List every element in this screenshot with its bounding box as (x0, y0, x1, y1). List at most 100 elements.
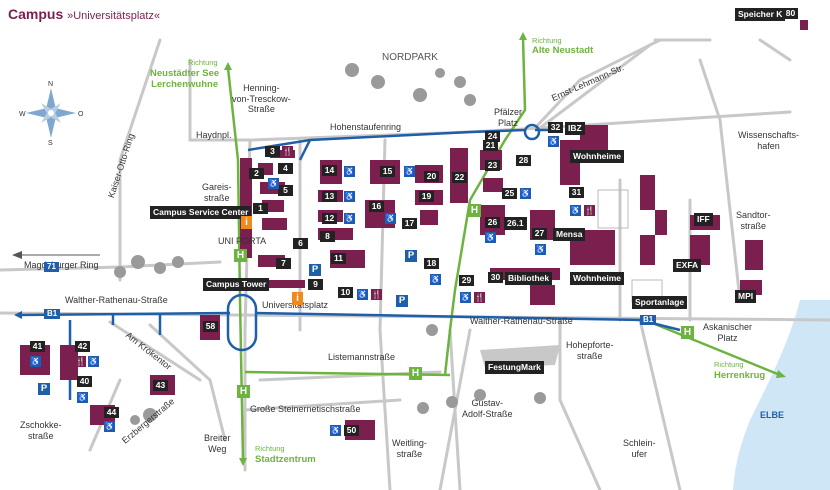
tram-stop-listemann[interactable]: H (409, 367, 422, 380)
wohnheime-2-label[interactable]: Wohnheime (570, 272, 625, 285)
nordpark-label: NORDPARK (382, 52, 438, 63)
speicher-k-label[interactable]: Speicher K (735, 8, 786, 21)
hohenstaufenring-label: Hohenstaufenring (330, 122, 402, 132)
building-8[interactable]: 8 (320, 231, 335, 242)
building-13[interactable]: 13 (322, 191, 337, 202)
building-28[interactable]: 28 (516, 155, 531, 166)
compass-rose (24, 86, 78, 140)
building-16[interactable]: 16 (369, 201, 384, 212)
b1-arrow (14, 311, 22, 319)
accessible-icon: ♿ (344, 213, 355, 224)
building-42[interactable]: 42 (75, 341, 90, 352)
building-5[interactable]: 5 (278, 185, 293, 196)
accessible-icon: ♿ (88, 356, 99, 367)
building-26[interactable]: 26 (485, 217, 500, 228)
building-9[interactable]: 9 (308, 279, 323, 290)
tram-stop-breiter-weg[interactable]: H (237, 385, 250, 398)
dir-stadtzentrum-small: Richtung (255, 444, 285, 453)
bibliothek-label[interactable]: Bibliothek (505, 272, 553, 285)
wissenschaftshafen-label: Wissenschafts- hafen (738, 130, 800, 151)
dir-alte-neustadt: Alte Neustadt (532, 45, 594, 56)
haydnpl-label: Haydnpl. (196, 130, 232, 140)
building-7[interactable]: 7 (276, 258, 291, 269)
building-27[interactable]: 27 (532, 228, 547, 239)
accessible-icon: ♿ (385, 213, 396, 224)
exfa-label[interactable]: EXFA (673, 259, 702, 272)
building-14[interactable]: 14 (322, 165, 337, 176)
building-21[interactable]: 21 (483, 140, 498, 151)
building-20[interactable]: 20 (424, 171, 439, 182)
building-18[interactable]: 18 (424, 258, 439, 269)
accessible-icon: ♿ (535, 244, 546, 255)
building-23[interactable]: 23 (485, 160, 500, 171)
festungmark-label[interactable]: FestungMark (485, 361, 544, 374)
campus-service-center-label[interactable]: Campus Service Center (150, 206, 252, 219)
building-15[interactable]: 15 (380, 166, 395, 177)
road-badge-b1-right: B1 (640, 315, 657, 325)
building-3[interactable]: 3 (265, 146, 280, 157)
magdeburger-arrow (12, 251, 22, 259)
elbe-river (733, 300, 830, 490)
accessible-icon: ♿ (570, 205, 581, 216)
walther-rathenau-right-label: Walther-Rathenau-Straße (470, 316, 573, 326)
tram-stop-askanischer[interactable]: H (681, 326, 694, 339)
building-25[interactable]: 25 (502, 188, 517, 199)
mpi-label[interactable]: MPI (735, 290, 757, 303)
building-11[interactable]: 11 (331, 253, 346, 264)
sportanlage-label[interactable]: Sportanlage (632, 296, 688, 309)
title-main: Campus (8, 6, 64, 22)
accessible-icon: ♿ (344, 166, 355, 177)
pfaelzer-platz-label: Pfälzer Platz (494, 107, 523, 128)
building-41[interactable]: 41 (30, 341, 45, 352)
building-50[interactable]: 50 (344, 425, 359, 436)
building-2[interactable]: 2 (249, 168, 264, 179)
accessible-icon: ♿ (344, 191, 355, 202)
compass-n: N (48, 81, 54, 88)
schleinufer-label: Schlein- ufer (623, 438, 656, 459)
mensa-label[interactable]: Mensa (553, 228, 586, 241)
ibz-label[interactable]: IBZ (565, 122, 585, 135)
accessible-icon: ♿ (485, 232, 496, 243)
building-22[interactable]: 22 (452, 172, 467, 183)
campus-tower-label[interactable]: Campus Tower (203, 278, 270, 291)
building-30[interactable]: 30 (488, 272, 503, 283)
title-sub: »Universitätsplatz« (67, 10, 161, 22)
parking-icon: P (38, 383, 50, 395)
tram-stop-campus-east[interactable]: H (468, 204, 481, 217)
building-6[interactable]: 6 (293, 238, 308, 249)
dir-stadtzentrum: Stadtzentrum (255, 454, 316, 465)
building-58[interactable]: 58 (203, 321, 218, 332)
sandtorstrasse-label: Sandtor- straße (736, 210, 771, 231)
tram-stop-uniporta[interactable]: H (234, 249, 247, 262)
henning-label: Henning- von-Tresckow- Straße (232, 83, 291, 114)
building-80-number[interactable]: 80 (783, 8, 798, 19)
accessible-icon: ♿ (357, 289, 368, 300)
wohnheime-1-label[interactable]: Wohnheime (570, 150, 625, 163)
universitaetsplatz-label: Universitätsplatz (262, 300, 329, 310)
building-40[interactable]: 40 (77, 376, 92, 387)
compass-w: W (19, 111, 26, 118)
iff-label[interactable]: IFF (694, 213, 713, 226)
zschokkestrasse-label: Zschokke- straße (20, 420, 62, 441)
building-29[interactable]: 29 (459, 275, 474, 286)
gareisstrasse-label: Gareis- straße (202, 182, 232, 203)
building-31[interactable]: 31 (569, 187, 584, 198)
building-26-1[interactable]: 26.1 (504, 217, 527, 230)
building-43[interactable]: 43 (153, 380, 168, 391)
accessible-icon: ♿ (104, 421, 115, 432)
building-1[interactable]: 1 (253, 203, 268, 214)
building-19[interactable]: 19 (419, 191, 434, 202)
dir-alte-neustadt-small: Richtung (532, 36, 562, 45)
listemannstrasse-label: Listemannstraße (328, 352, 396, 362)
building-17[interactable]: 17 (402, 218, 417, 229)
building-44[interactable]: 44 (104, 407, 119, 418)
restaurant-icon: 🍴 (371, 289, 382, 300)
dir-neustaedter-small: Richtung (188, 58, 218, 67)
building-4[interactable]: 4 (278, 163, 293, 174)
building-32[interactable]: 32 (548, 122, 563, 133)
building-10[interactable]: 10 (338, 287, 353, 298)
accessible-icon: ♿ (548, 136, 559, 147)
building-24[interactable]: 24 (485, 131, 500, 142)
building-12[interactable]: 12 (322, 213, 337, 224)
